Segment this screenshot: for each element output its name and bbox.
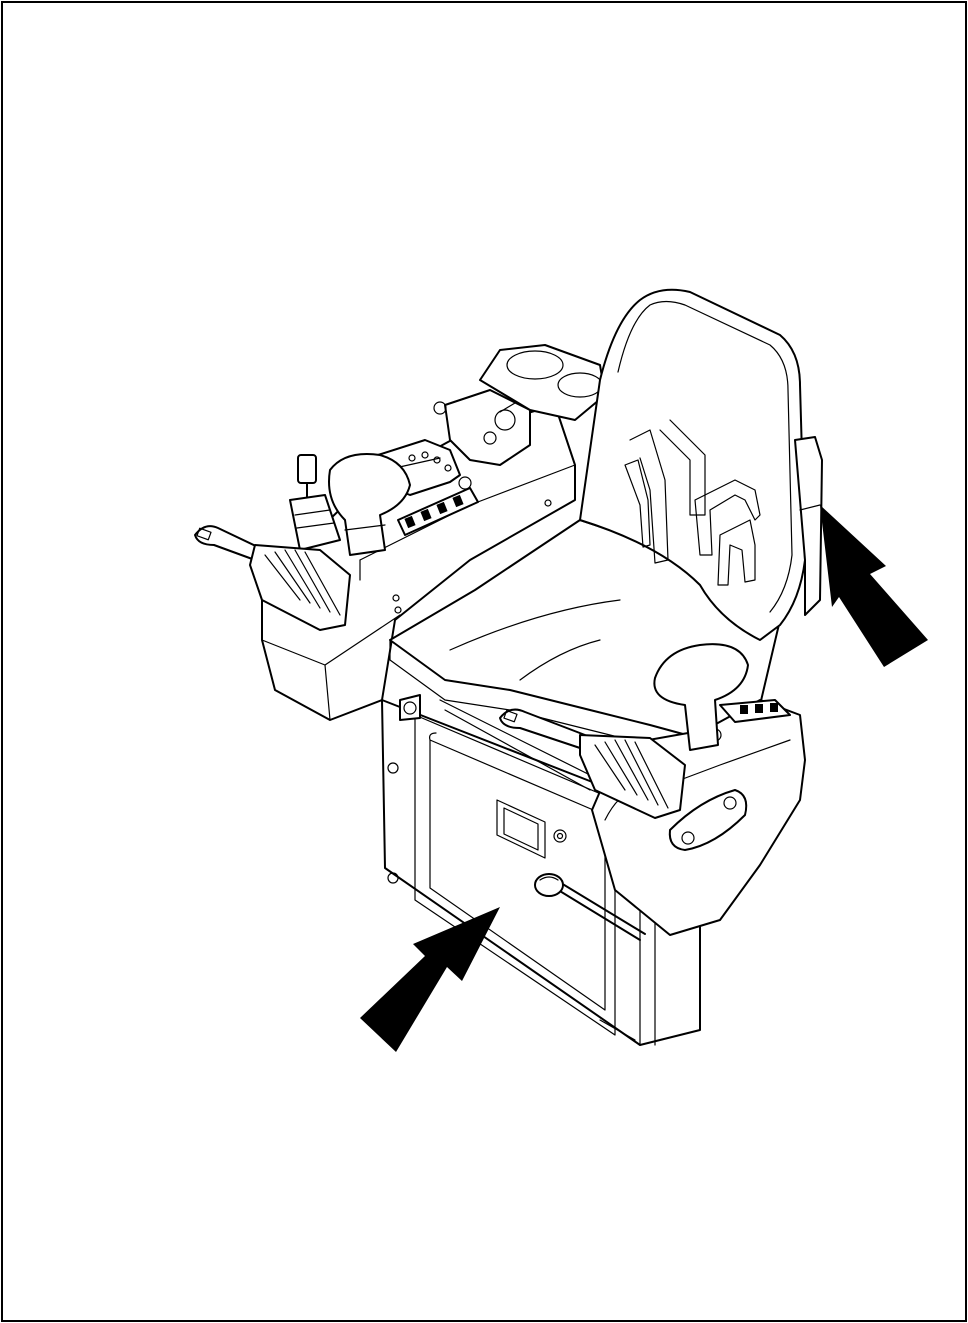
throttle-lever bbox=[289, 454, 341, 551]
arrow-seat-base-icon bbox=[360, 907, 500, 1052]
right-switch-panel bbox=[708, 699, 791, 742]
seat-slide-rail bbox=[399, 694, 601, 791]
switch-panel bbox=[397, 476, 479, 536]
seat-adjust-lever bbox=[534, 873, 646, 941]
ignition-key-housing bbox=[433, 389, 531, 466]
seat-back-contour bbox=[624, 419, 761, 586]
right-joystick bbox=[499, 708, 686, 819]
arrow-seat-back-icon bbox=[820, 505, 928, 667]
right-armrest bbox=[653, 643, 749, 751]
storage-compartment bbox=[496, 799, 567, 859]
left-armrest bbox=[328, 453, 411, 556]
left-joystick bbox=[194, 525, 351, 631]
seat-back bbox=[579, 288, 823, 641]
